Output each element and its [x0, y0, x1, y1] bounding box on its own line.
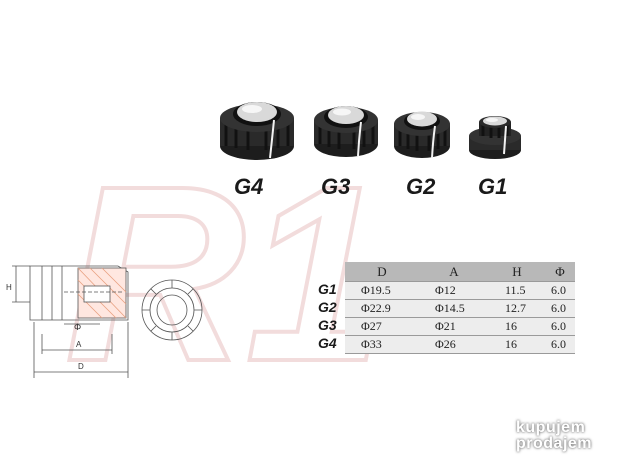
brand-watermark: kupujem prodajem [516, 420, 592, 452]
cell-a: Φ14.5 [419, 299, 489, 318]
cell-h: 16 [489, 335, 545, 354]
cell-d: Φ27 [345, 317, 419, 336]
cell-d: Φ19.5 [345, 281, 419, 300]
header-h: H [489, 262, 545, 282]
knob-g2-image [394, 111, 450, 159]
row-label-g4: G4 [318, 335, 337, 351]
row-label-g3: G3 [318, 317, 337, 333]
watermark-text: R1 [65, 150, 385, 380]
header-a: A [419, 262, 489, 282]
header-d: D [345, 262, 419, 282]
knob-label-g3: G3 [321, 174, 351, 199]
spec-table: D A H Φ Φ19.5 Φ12 11.5 6.0 Φ22.9 Φ14.5 1… [345, 262, 575, 354]
dim-label-a: A [76, 340, 82, 349]
watermark-logo: R1 [63, 150, 387, 380]
knob-label-g1: G1 [478, 174, 508, 199]
knob-g3-image [314, 106, 378, 157]
cell-d: Φ22.9 [345, 299, 419, 318]
dim-label-phi: Φ [74, 322, 81, 332]
table-row: Φ27 Φ21 16 6.0 [345, 317, 575, 336]
table-row: Φ33 Φ26 16 6.0 [345, 335, 575, 354]
cell-phi: 6.0 [545, 299, 575, 318]
knob-g4-image [220, 102, 294, 160]
cell-phi: 6.0 [545, 281, 575, 300]
knob-label-g4: G4 [234, 174, 264, 199]
cell-a: Φ12 [419, 281, 489, 300]
cell-phi: 6.0 [545, 335, 575, 354]
spec-table-header-row: D A H Φ [345, 262, 575, 282]
table-row: Φ19.5 Φ12 11.5 6.0 [345, 281, 575, 300]
cell-d: Φ33 [345, 335, 419, 354]
dim-label-h: H [6, 283, 12, 292]
cell-a: Φ21 [419, 317, 489, 336]
knob-label-g2: G2 [406, 174, 436, 199]
cell-h: 16 [489, 317, 545, 336]
header-phi: Φ [545, 262, 575, 282]
row-label-g1: G1 [318, 281, 337, 297]
knob-g1-image [469, 116, 521, 159]
brand-line-2: prodajem [516, 435, 593, 452]
dim-label-d: D [78, 362, 84, 371]
table-row: Φ22.9 Φ14.5 12.7 6.0 [345, 299, 575, 318]
cell-phi: 6.0 [545, 317, 575, 336]
cell-a: Φ26 [419, 335, 489, 354]
cell-h: 12.7 [489, 299, 545, 318]
cell-h: 11.5 [489, 281, 545, 300]
technical-drawing: H Φ A D [6, 265, 203, 378]
brand-line-1: kupujem [516, 419, 586, 436]
row-label-g2: G2 [318, 299, 337, 315]
